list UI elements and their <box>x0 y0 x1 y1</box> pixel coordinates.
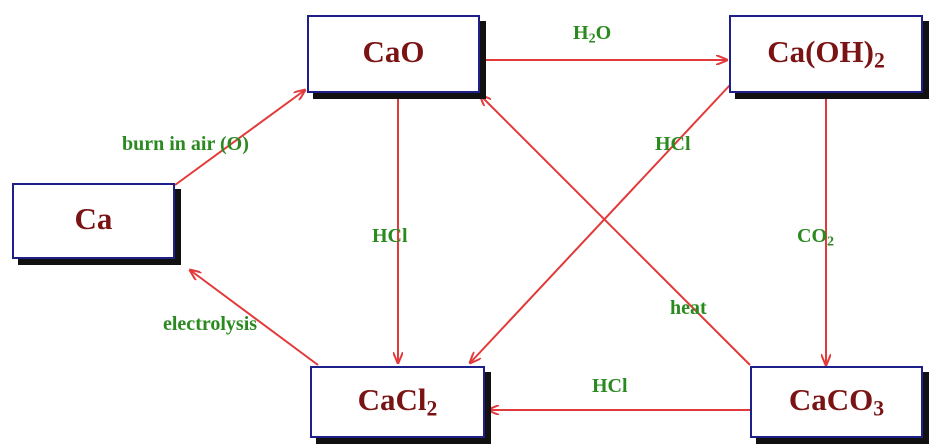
label-h2o: H2O <box>573 22 612 47</box>
label-electrolysis: electrolysis <box>163 313 258 335</box>
node-cao: CaO <box>307 15 480 93</box>
node-ca: Ca <box>12 183 175 259</box>
arrow-caco3-to-cao <box>480 95 751 366</box>
label-hcl-cao: HCl <box>372 225 408 247</box>
label-burn-in-air: burn in air (O) <box>122 133 249 155</box>
arrow-cacl2-to-ca <box>190 270 319 366</box>
label-hcl-caco3: HCl <box>592 375 628 397</box>
arrow-caoh2-to-cacl2 <box>470 84 731 363</box>
node-ca-label: Ca <box>74 201 113 237</box>
node-cacl2-label: CaCl2 <box>357 382 438 421</box>
node-caco3-label: CaCO3 <box>788 382 885 421</box>
label-heat: heat <box>670 297 707 319</box>
node-caoh2: Ca(OH)2 <box>729 15 923 93</box>
label-hcl-caoh2: HCl <box>655 133 691 155</box>
node-caoh2-label: Ca(OH)2 <box>767 34 885 73</box>
node-caco3: CaCO3 <box>750 366 923 438</box>
label-co2: CO2 <box>797 225 834 250</box>
node-cao-label: CaO <box>362 34 425 70</box>
node-cacl2: CaCl2 <box>310 366 485 438</box>
arrow-ca-to-cao <box>174 90 305 186</box>
